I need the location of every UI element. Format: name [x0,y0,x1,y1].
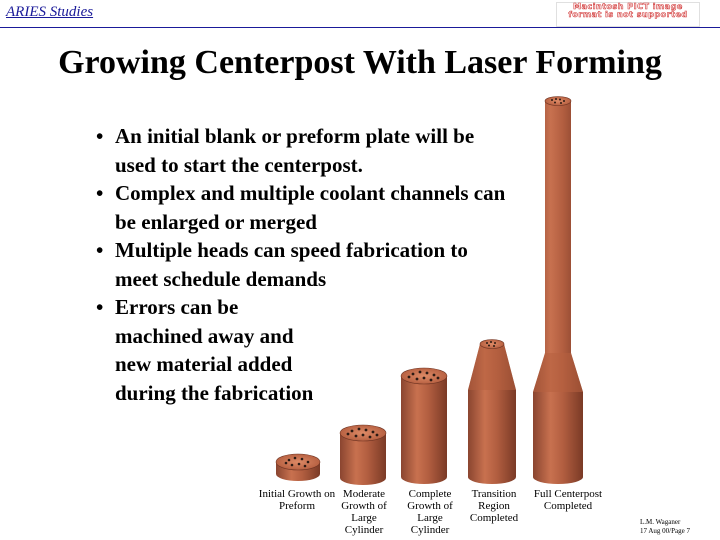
credit-author: L.M. Waganer [640,518,681,526]
bullet-item: • Multiple heads can speed fabrication t… [95,236,515,293]
stage-label-4: Transition Region Completed [469,488,519,524]
stage-label-2: Moderate Growth of Large Cylinder [341,488,387,536]
header-rule [0,27,720,28]
stage-label-1: Initial Growth on Preform [258,488,336,512]
pict-frame [556,2,700,27]
bullet-text: Multiple heads can speed fabrication to … [115,238,468,291]
bullet-text: Errors can be machined away and new mate… [115,295,314,405]
credit: L.M. Waganer 17 Aug 00/Page 7 [640,518,690,536]
stage-1-preform [275,453,321,481]
header-label: ARIES Studies [6,4,94,20]
bullet-marker: • [96,238,104,262]
stage-label-5: Full Centerpost Completed [533,488,603,512]
bullet-text: Complex and multiple coolant channels ca… [115,181,506,234]
bullet-text: An initial blank or preform plate will b… [115,124,475,177]
bullet-marker: • [96,295,104,319]
bullet-list: • An initial blank or preform plate will… [95,122,515,407]
bullet-item: • Errors can be machined away and new ma… [95,293,515,407]
bullet-item: • Complex and multiple coolant channels … [95,179,515,236]
credit-date-page: 17 Aug 00/Page 7 [640,527,690,535]
pict-placeholder: Macintosh PICT image format is not suppo… [556,2,700,27]
bullet-marker: • [96,124,104,148]
stage-2-moderate-growth [339,424,387,485]
stage-label-3: Complete Growth of Large Cylinder [407,488,453,536]
page-title: Growing Centerpost With Laser Forming [58,44,662,81]
pict-notice: Macintosh PICT image format is not suppo… [568,2,688,19]
bullet-item: • An initial blank or preform plate will… [95,122,515,179]
stage-5-full-centerpost [533,96,583,484]
bullet-marker: • [96,181,104,205]
